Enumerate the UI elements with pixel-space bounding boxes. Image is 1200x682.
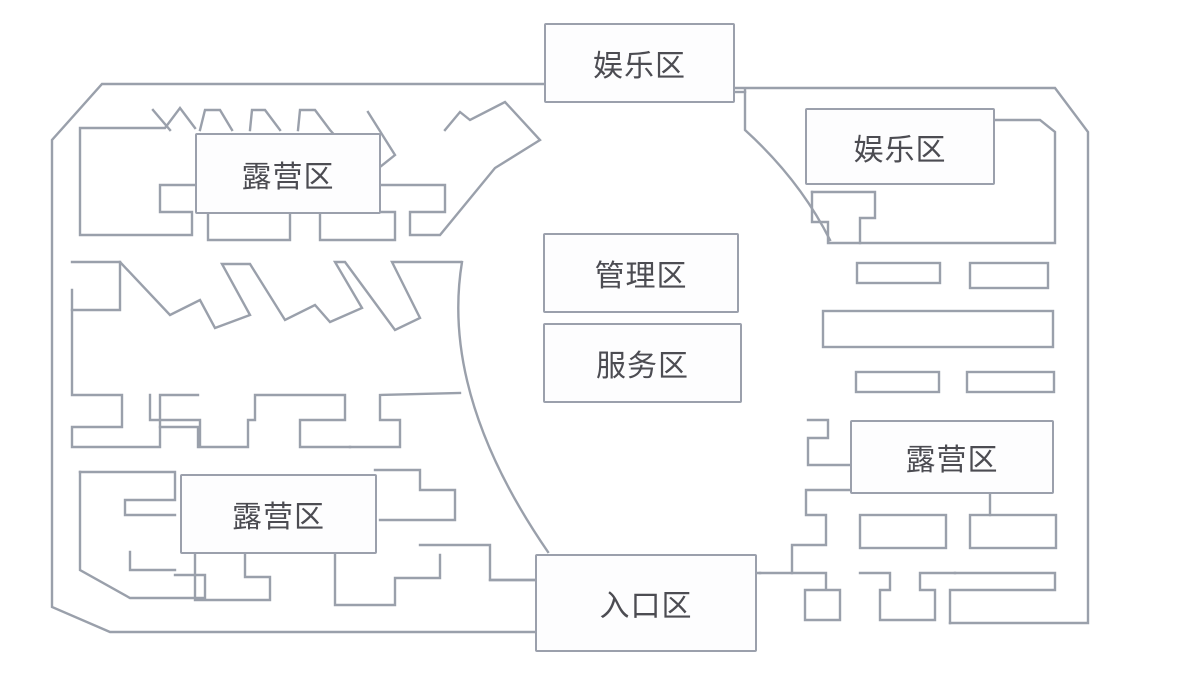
right-lower-tent-1	[790, 571, 842, 622]
tent-diag-1	[151, 108, 172, 132]
camp-middle-left-2	[158, 425, 200, 449]
outer-boundary-right	[733, 86, 1090, 625]
tent-diag-2	[198, 108, 234, 132]
camp-block-top-left	[78, 106, 197, 237]
camp-middle-left-outline	[70, 308, 200, 449]
zone-label: 露营区	[241, 159, 335, 195]
camp-lower-left-5	[128, 550, 177, 572]
zone-camping-bottom-left: 露营区	[180, 474, 377, 554]
camp-middle-left-4	[348, 391, 462, 449]
right-small-block-a	[810, 190, 877, 245]
zone-label: 入口区	[599, 589, 693, 624]
zone-label: 管理区	[594, 259, 688, 294]
right-slot-long	[821, 309, 1055, 349]
tent-row-left-bracket	[70, 260, 122, 312]
camp-lower-left-9	[418, 543, 542, 582]
tent-diag-4	[296, 108, 397, 177]
zone-entrance: 入口区	[535, 554, 757, 652]
right-lower-tent-3	[948, 571, 1057, 625]
camp-lower-left-6	[193, 550, 272, 602]
zone-camping-right: 露营区	[850, 420, 1054, 494]
right-lower-slot-1	[858, 513, 948, 550]
right-small-block-b	[810, 190, 830, 245]
tent-row-diagonal	[70, 260, 462, 332]
zone-label: 露营区	[905, 443, 999, 478]
zone-label: 露营区	[232, 500, 325, 535]
right-lower-frame	[758, 488, 854, 575]
camp-lower-left-8	[373, 468, 457, 522]
camp-lower-left-outline	[78, 470, 177, 517]
right-lower-slot-2	[968, 513, 1058, 550]
outer-boundary-left	[50, 82, 547, 634]
right-lower-small-square	[806, 418, 854, 467]
tent-diag-3	[248, 108, 282, 132]
right-slot-2	[968, 261, 1050, 290]
camp-block-top-left-d	[378, 100, 542, 237]
camp-block-top-left-b	[206, 210, 292, 242]
zone-management: 管理区	[543, 233, 739, 313]
central-plaza-arc-top-right	[743, 88, 832, 242]
camp-lower-left-outer	[78, 470, 207, 600]
zone-label: 服务区	[596, 349, 689, 384]
zone-label: 娱乐区	[853, 132, 947, 168]
entertainment-right-wing	[828, 118, 1057, 245]
camp-block-top-left-c	[318, 210, 397, 242]
right-slot-3	[854, 370, 941, 394]
camp-middle-left-3	[148, 393, 352, 449]
right-lower-tent-2	[858, 571, 957, 622]
zone-entertainment-right: 娱乐区	[805, 108, 995, 185]
zone-entertainment-top: 娱乐区	[544, 23, 735, 103]
zone-label: 娱乐区	[593, 49, 686, 84]
right-slot-4	[965, 370, 1056, 394]
camp-lower-left-7	[333, 550, 442, 607]
right-slot-1	[855, 261, 942, 285]
zone-service: 服务区	[543, 323, 742, 403]
central-plaza-arc-left	[457, 260, 550, 554]
zone-camping-top-left: 露营区	[195, 133, 381, 214]
